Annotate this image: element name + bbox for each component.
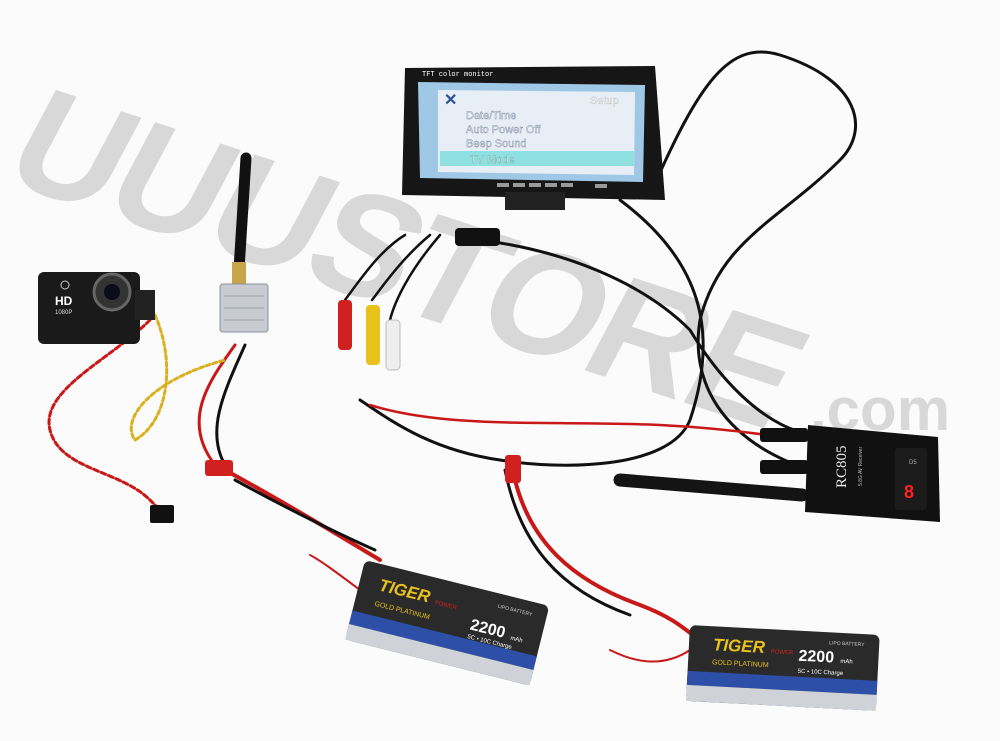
red-power-cable-rx	[368, 403, 802, 442]
batteries-1-capacity-text: 2200	[798, 648, 835, 667]
video-transmitter	[219, 152, 269, 333]
batteries-0-sub_brand-text: POWER	[434, 600, 458, 611]
monitor-label: TFT color monitor	[422, 71, 493, 79]
receiver-band: D5	[909, 460, 917, 466]
menu-item-auto-power-off: Auto Power Off	[466, 124, 541, 136]
batteries-0-unit-text: mAh	[510, 636, 523, 645]
av-cable	[478, 238, 802, 434]
lipo-battery-2: TIGER POWER GOLD PLATINUM 2200 mAh 5C • …	[686, 625, 880, 711]
tft-monitor: TFT color monitor Setup ✕ Date/Time Auto…	[402, 66, 665, 210]
receiver-model: RC805	[834, 445, 850, 488]
xt-connector-2	[505, 455, 521, 483]
batteries-1-unit-text: mAh	[840, 659, 853, 666]
menu-item-date-time: Date/Time	[466, 110, 516, 122]
cables	[47, 50, 857, 663]
battery-balance-lead-2	[609, 649, 691, 663]
red-power-cable-battery2	[513, 478, 702, 642]
vtx-red-lead	[197, 343, 237, 467]
rc805-receiver: RC805 5.8G AV Receiver D5 8	[613, 425, 940, 522]
action-camera: HD 1080P	[38, 272, 155, 344]
black-power-cable-battery1	[233, 478, 377, 552]
monitor-power-loop	[648, 50, 857, 472]
batteries-1-series-text: GOLD PLATINUM	[712, 659, 769, 669]
black-power-cable-battery2	[503, 468, 632, 617]
lipo-battery-1: TIGER POWER GOLD PLATINUM 2200 mAh 5C • …	[345, 561, 549, 686]
batteries-1-rating-text: 5C • 10C Charge	[798, 669, 844, 677]
menu-item-highlight	[440, 151, 634, 166]
batteries-1-sub_brand-text: POWER	[771, 649, 795, 656]
camera-hd-badge: HD	[55, 294, 73, 308]
battery-balance-lead-1	[309, 554, 361, 591]
tools-icon: ✕	[444, 92, 457, 109]
receiver-antenna	[613, 473, 809, 502]
av-connectors	[150, 228, 521, 523]
receiver-subtitle: 5.8G AV Receiver	[858, 446, 864, 486]
xt-connector-1	[205, 460, 233, 476]
menu-item-tv-mode: TV Mode	[470, 154, 515, 166]
batteries-1-type-text: LIPO BATTERY	[829, 640, 865, 648]
receiver-black-cable	[358, 198, 705, 467]
camera-twisted-cable-1	[129, 313, 227, 442]
receiver-channel-display: 8	[904, 482, 914, 502]
menu-item-beep-sound: Beep Sound	[466, 138, 527, 150]
av-splitter-cable	[343, 233, 442, 322]
vtx-black-lead	[215, 343, 247, 467]
servo-plug	[150, 505, 174, 523]
batteries-1-brand-text: TIGER	[713, 635, 767, 657]
camera-resolution: 1080P	[55, 310, 72, 316]
camera-twisted-cable-2	[47, 318, 172, 522]
menu-title: Setup	[590, 95, 619, 107]
